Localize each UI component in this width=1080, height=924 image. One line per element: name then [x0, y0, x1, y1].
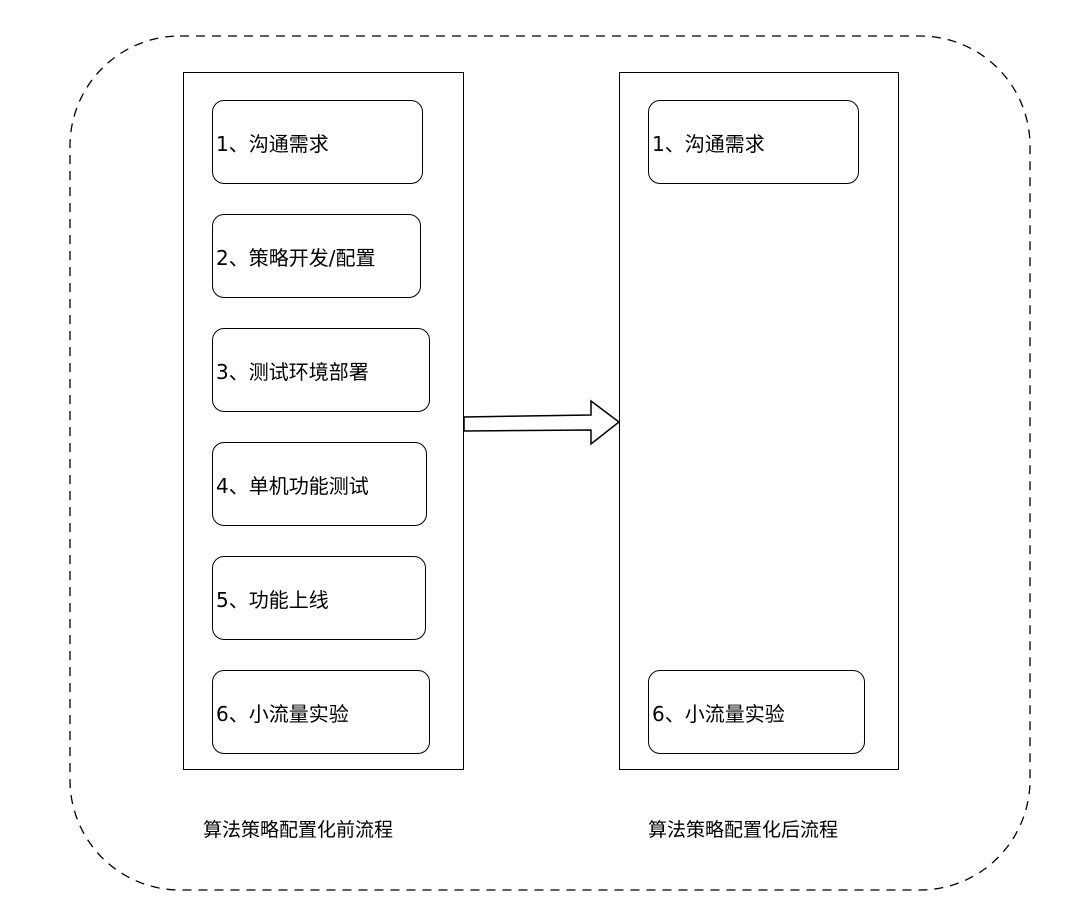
before-step-6: 6、小流量实验: [212, 670, 430, 754]
after-caption: 算法策略配置化后流程: [648, 819, 839, 841]
before-step-5: 5、功能上线: [212, 556, 426, 640]
after-step-6: 6、小流量实验: [648, 670, 865, 754]
before-step-3: 3、测试环境部署: [212, 328, 430, 412]
after-step-1: 1、沟通需求: [648, 100, 859, 184]
before-process-column: [183, 72, 464, 770]
before-caption: 算法策略配置化前流程: [203, 819, 394, 841]
before-step-2: 2、策略开发/配置: [212, 214, 421, 298]
dashed-container: [69, 35, 1031, 891]
before-step-1: 1、沟通需求: [212, 100, 423, 184]
after-process-column: [619, 72, 899, 770]
before-step-4: 4、单机功能测试: [212, 442, 427, 526]
